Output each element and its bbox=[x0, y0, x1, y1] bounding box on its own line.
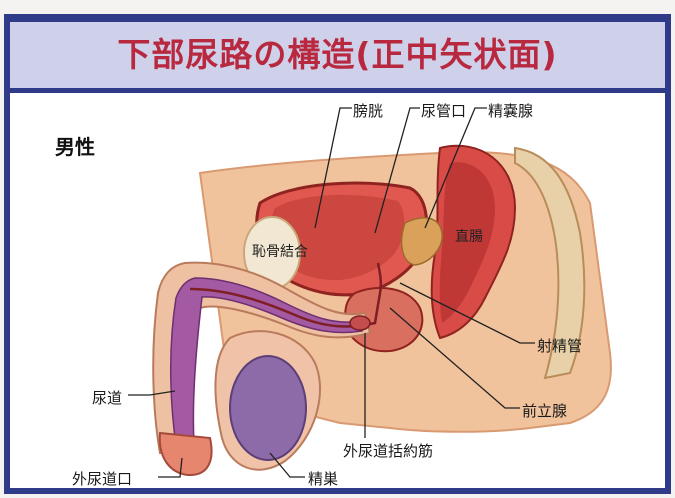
label-pubic-symphysis: 恥骨結合 bbox=[252, 241, 308, 261]
anatomy-illustration bbox=[10, 93, 665, 488]
label-ejaculatory-duct: 射精管 bbox=[537, 335, 582, 356]
label-seminal-vesicle: 精嚢腺 bbox=[488, 100, 533, 121]
label-rectum: 直腸 bbox=[455, 226, 483, 246]
title-band: 下部尿路の構造(正中矢状面) bbox=[10, 22, 665, 88]
label-prostate: 前立腺 bbox=[522, 400, 567, 421]
external-sphincter bbox=[350, 316, 370, 330]
label-external-meatus: 外尿道口 bbox=[72, 468, 132, 488]
label-urethral-orifice: 尿管口 bbox=[421, 100, 466, 121]
label-external-sphincter: 外尿道括約筋 bbox=[343, 440, 433, 461]
label-bladder: 膀胱 bbox=[353, 100, 383, 121]
label-urethra: 尿道 bbox=[92, 387, 122, 408]
glans bbox=[160, 433, 212, 475]
testis bbox=[230, 356, 306, 460]
diagram-title: 下部尿路の構造(正中矢状面) bbox=[10, 22, 665, 88]
illustration-panel: 男性 bbox=[10, 93, 665, 488]
label-testis: 精巣 bbox=[308, 468, 338, 488]
